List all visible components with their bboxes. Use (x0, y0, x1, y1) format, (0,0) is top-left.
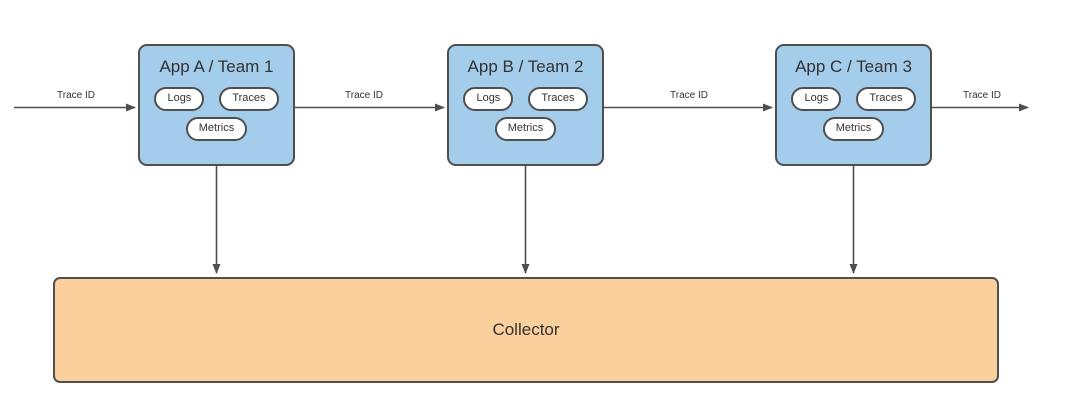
node-title: App C / Team 3 (795, 57, 912, 76)
edge-label-trace-id-in: Trace ID (57, 90, 95, 101)
edge-label-trace-id-out: Trace ID (963, 90, 1001, 101)
collector-label: Collector (492, 320, 560, 339)
pill-metrics: Metrics (494, 116, 557, 141)
pill-logs: Logs (154, 87, 205, 111)
pill-traces: Traces (528, 87, 588, 111)
pill-metrics: Metrics (185, 116, 248, 141)
node-title: App A / Team 1 (159, 57, 274, 76)
pill-logs: Logs (791, 87, 842, 111)
edge-label-trace-id-b-c: Trace ID (670, 90, 708, 101)
node-app-a-team-1: App A / Team 1 Logs Traces Metrics (138, 44, 295, 166)
node-app-b-team-2: App B / Team 2 Logs Traces Metrics (447, 44, 604, 166)
pill-metrics: Metrics (822, 116, 885, 141)
pill-logs: Logs (463, 87, 514, 111)
pill-traces: Traces (219, 87, 279, 111)
node-title: App B / Team 2 (467, 57, 584, 76)
edge-label-trace-id-a-b: Trace ID (345, 90, 383, 101)
node-app-c-team-3: App C / Team 3 Logs Traces Metrics (775, 44, 932, 166)
node-collector: Collector (53, 277, 999, 383)
pill-traces: Traces (856, 87, 916, 111)
